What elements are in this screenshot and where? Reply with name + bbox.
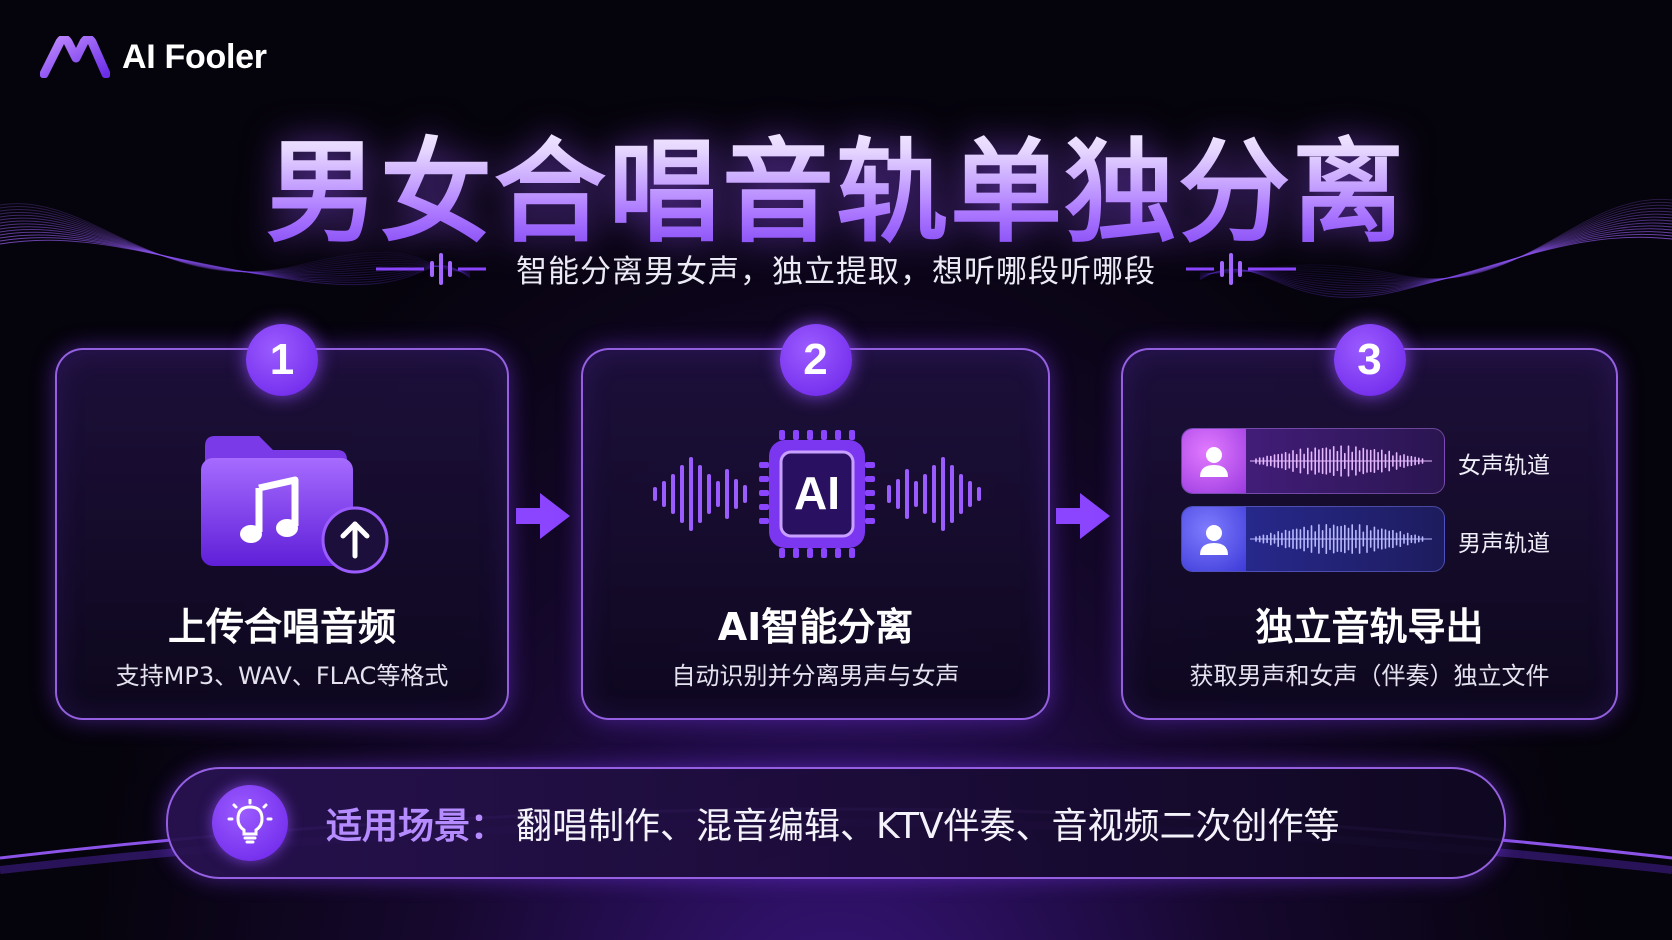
step-description: 获取男声和女声（伴奏）独立文件 [1189, 662, 1550, 690]
step-description: 自动识别并分离男声与女声 [671, 662, 960, 690]
lightbulb-icon [212, 785, 288, 861]
female-track-label: 女声轨道 [1458, 453, 1550, 479]
subtitle-row: 智能分离男女声，独立提取，想听哪段听哪段 [0, 246, 1672, 291]
arrow-right-icon [1056, 493, 1110, 539]
step-number-badge: 1 [246, 324, 318, 396]
step-card-ai-separation[interactable]: 2 AI AI智能分离 自动识别并分离男声与女声 [581, 324, 1050, 720]
right-wave-lines [1199, 198, 1672, 298]
wave-logo-icon [40, 36, 110, 78]
page-subtitle: 智能分离男女声，独立提取，想听哪段听哪段 [516, 254, 1156, 290]
male-waveform [1250, 523, 1432, 555]
step-title: AI智能分离 [717, 605, 914, 649]
sound-bar-decoration-left [376, 252, 486, 285]
female-track[interactable] [1181, 428, 1445, 494]
brand-name: AI Fooler [122, 37, 267, 76]
male-track[interactable] [1181, 506, 1445, 572]
step-number-badge: 3 [1333, 324, 1406, 396]
scenario-text: 翻唱制作、混音编辑、KTV伴奏、音视频二次创作等 [516, 806, 1340, 847]
music-folder-upload-icon [201, 436, 389, 574]
page-title: 男女合唱音轨单独分离 [0, 102, 1672, 264]
step-title: 上传合唱音频 [167, 605, 396, 649]
ai-chip-icon: AI [653, 430, 981, 558]
svg-text:AI: AI [794, 467, 840, 519]
male-user-icon [1182, 507, 1246, 571]
female-user-icon [1182, 429, 1246, 493]
arrow-right-icon [516, 493, 570, 539]
step-card-upload[interactable]: 1 上传合唱音频 支持MP3、WAV、FLAC等格式 [55, 324, 509, 720]
sound-bar-decoration-right [1186, 252, 1296, 285]
step-title: 独立音轨导出 [1255, 605, 1484, 649]
female-waveform [1250, 445, 1432, 477]
step-card-export[interactable]: 3 女声轨道 男声轨道 独立音轨导出 获取男声和女声（伴奏）独立文件 [1121, 324, 1618, 720]
male-track-label: 男声轨道 [1458, 531, 1550, 557]
step-number-badge: 2 [779, 324, 852, 396]
scenario-bar: 适用场景： 翻唱制作、混音编辑、KTV伴奏、音视频二次创作等 [166, 767, 1506, 879]
brand-logo[interactable]: AI Fooler [40, 36, 267, 78]
step-description: 支持MP3、WAV、FLAC等格式 [115, 662, 449, 690]
left-wave-lines [0, 203, 471, 286]
scenario-label: 适用场景： [326, 806, 507, 847]
